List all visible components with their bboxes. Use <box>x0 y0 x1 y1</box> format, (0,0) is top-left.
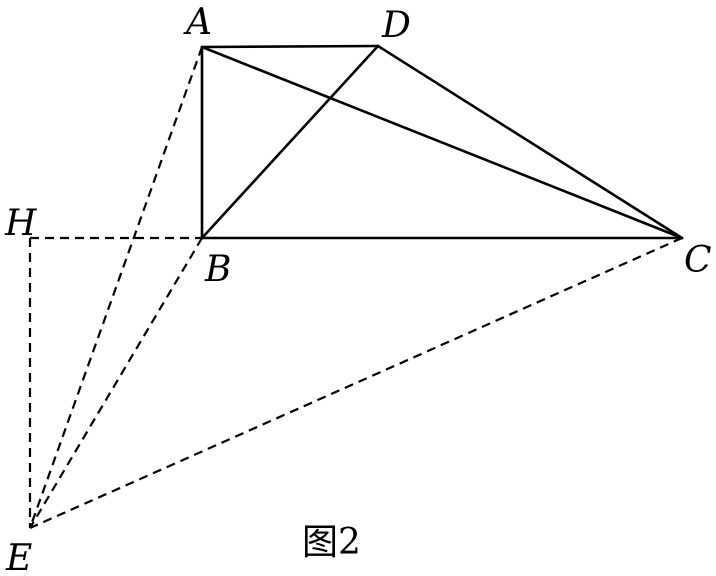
label-point-a: A <box>183 2 212 43</box>
label-point-d: D <box>381 5 411 46</box>
segment-bd <box>200 44 380 240</box>
segment-dc <box>376 44 684 240</box>
segment-ae <box>28 46 204 529</box>
label-point-c: C <box>684 240 712 281</box>
segment-be <box>29 237 203 529</box>
figure-caption: 图2 <box>302 522 361 563</box>
segment-ce <box>29 236 683 530</box>
label-point-b: B <box>204 249 231 290</box>
segment-ac <box>200 45 684 240</box>
label-point-e: E <box>5 538 32 576</box>
segment-ad <box>200 44 380 49</box>
label-point-h: H <box>4 203 37 244</box>
